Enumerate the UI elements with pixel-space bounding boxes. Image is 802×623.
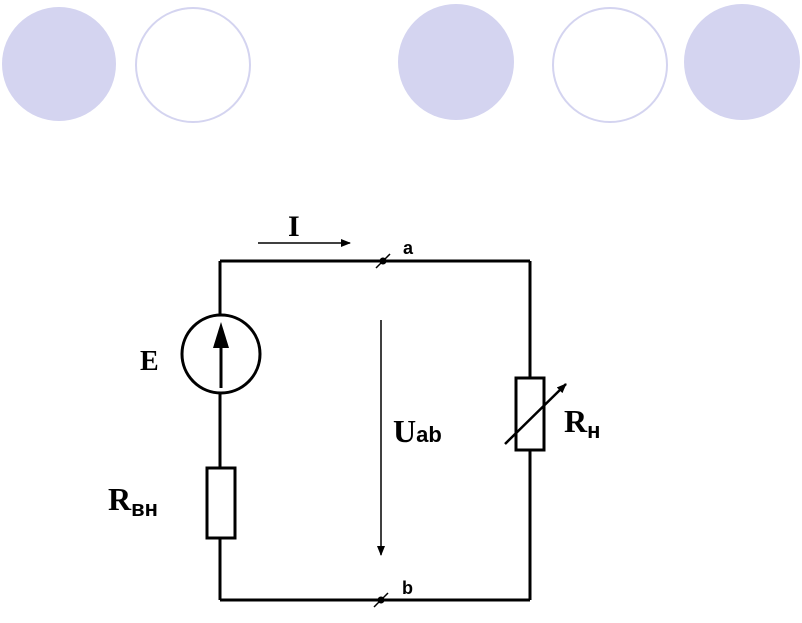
variable-arrow	[504, 383, 567, 445]
emf-source	[180, 313, 262, 395]
terminal-b	[373, 592, 389, 608]
decor-circle-5	[684, 4, 800, 120]
current-label: I	[288, 210, 300, 243]
load-resistor-label-main: R	[564, 403, 588, 439]
terminal-b-tick	[373, 592, 389, 608]
decor-circle-4	[552, 7, 668, 123]
decor-circle-3	[398, 4, 514, 120]
load-resistor-label-sub: н	[587, 418, 600, 443]
internal-resistor-label-main: R	[108, 481, 132, 517]
decor-circle-2	[135, 7, 251, 123]
emf-arrow-head	[213, 322, 229, 348]
voltage-label-sub: ab	[416, 422, 442, 447]
wires	[218, 259, 532, 602]
terminal-a	[375, 253, 391, 269]
load-resistor-body	[514, 376, 546, 452]
voltage-label: Uab	[393, 413, 442, 449]
node-a-label: a	[403, 238, 414, 258]
decor-circle-1	[2, 7, 116, 121]
internal-resistor-label-sub: вн	[131, 496, 158, 521]
load-resistor	[504, 376, 567, 452]
internal-resistor	[205, 466, 237, 540]
node-b-label: b	[402, 578, 413, 598]
emf-label: E	[140, 346, 159, 377]
internal-resistor-label: Rвн	[108, 481, 158, 521]
terminal-a-tick	[375, 253, 391, 269]
voltage-label-main: U	[393, 413, 416, 449]
load-resistor-label: Rн	[564, 403, 600, 443]
